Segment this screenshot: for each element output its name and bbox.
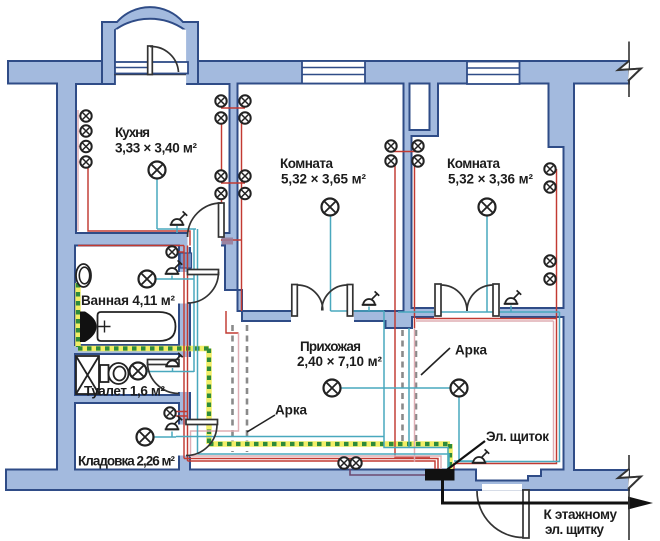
svg-text:К этажному: К этажному xyxy=(544,507,618,522)
svg-text:5,32 × 3,36 м²: 5,32 × 3,36 м² xyxy=(448,172,534,187)
svg-text:Комната: Комната xyxy=(280,156,333,171)
svg-text:Ванная 4,11 м²: Ванная 4,11 м² xyxy=(81,293,176,308)
svg-text:Комната: Комната xyxy=(447,156,500,171)
svg-text:3,33 × 3,40 м²: 3,33 × 3,40 м² xyxy=(115,141,198,156)
svg-text:5,32 × 3,65 м²: 5,32 × 3,65 м² xyxy=(281,172,367,187)
svg-text:Арка: Арка xyxy=(275,403,307,418)
svg-text:Кухня: Кухня xyxy=(115,125,150,140)
svg-text:Кладовка 2,26 м²: Кладовка 2,26 м² xyxy=(78,454,176,469)
svg-text:Арка: Арка xyxy=(455,343,487,358)
svg-text:Эл. щиток: Эл. щиток xyxy=(486,429,549,444)
svg-text:Прихожая: Прихожая xyxy=(300,339,361,354)
svg-text:эл. щитку: эл. щитку xyxy=(545,522,604,537)
svg-text:2,40 × 7,10 м²: 2,40 × 7,10 м² xyxy=(297,354,383,369)
svg-text:Туалет 1,6 м²: Туалет 1,6 м² xyxy=(84,384,166,399)
